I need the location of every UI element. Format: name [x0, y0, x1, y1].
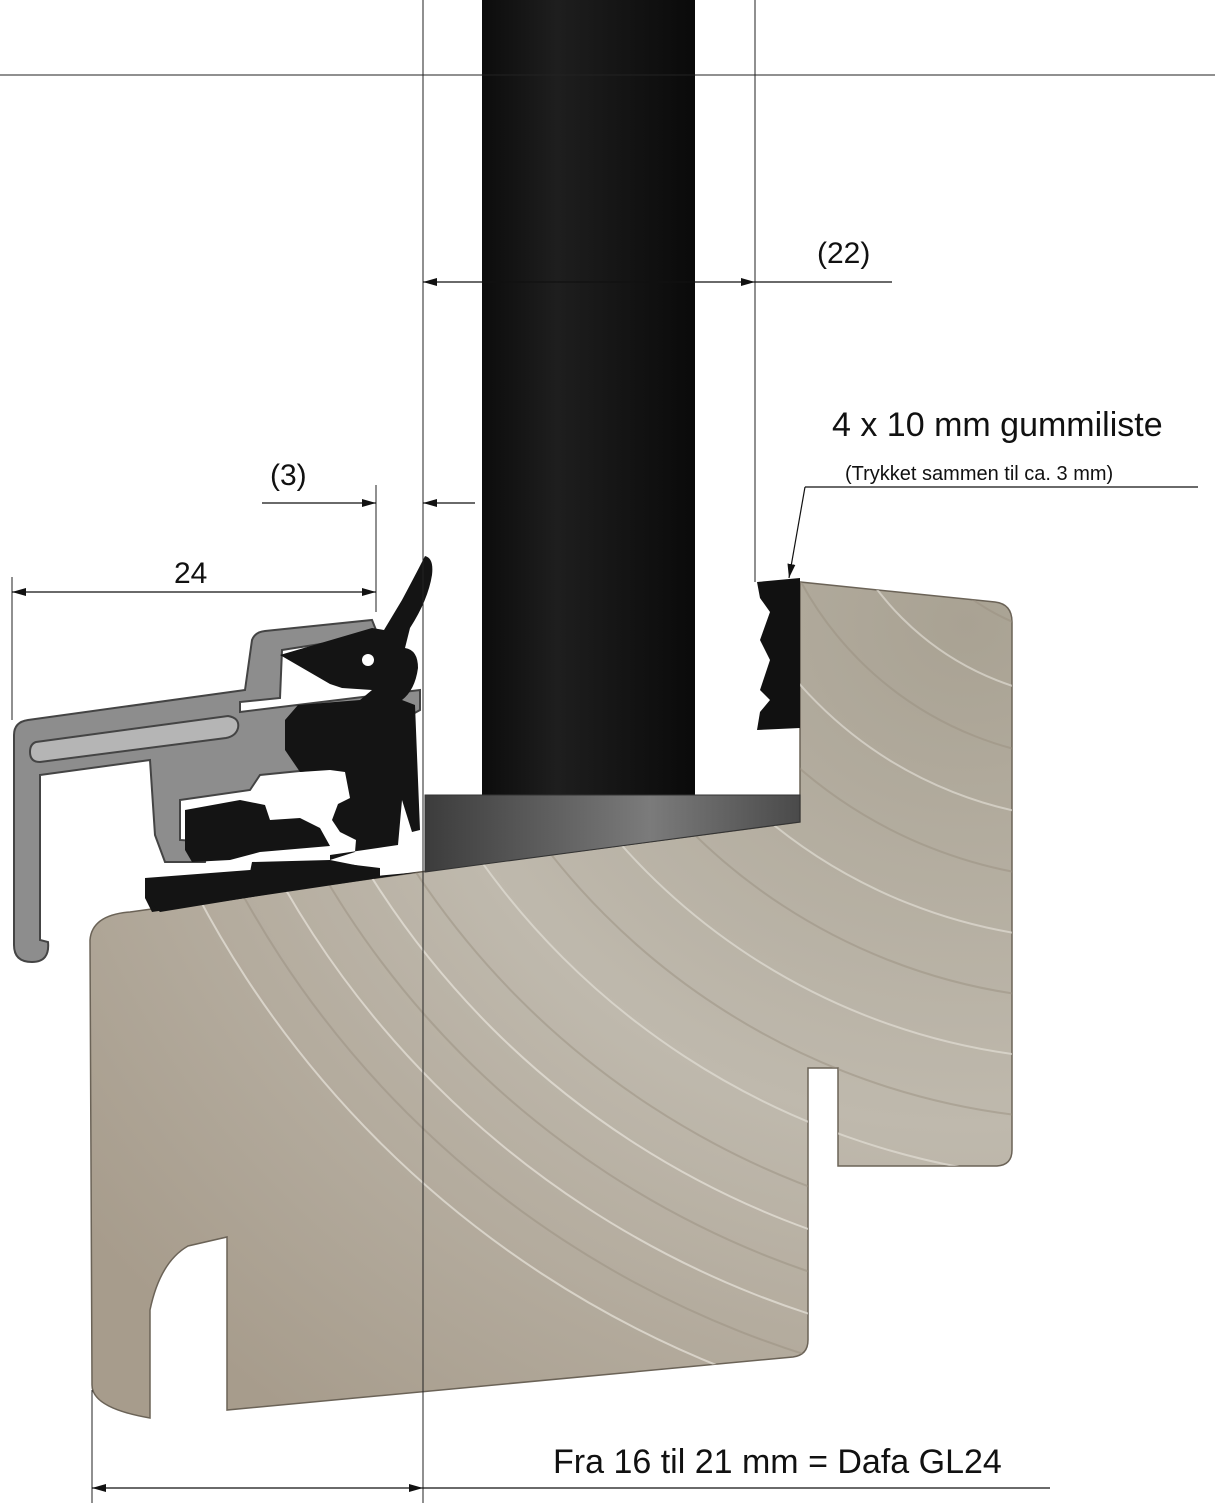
dimension-label-22: (22)	[817, 237, 870, 270]
rubber-strip-leader: 4 x 10 mm gummiliste (Trykket sammen til…	[787, 406, 1198, 579]
dimension-label-3: (3)	[270, 459, 307, 492]
dimension-glass-thickness: (22)	[423, 237, 892, 286]
rubber-strip-note: (Trykket sammen til ca. 3 mm)	[845, 463, 1113, 485]
dimension-bead-width: 24	[12, 557, 376, 596]
dimension-gap: (3)	[262, 459, 475, 507]
range-dimension: Fra 16 til 21 mm = Dafa GL24	[92, 1443, 1050, 1492]
glass-pane	[482, 0, 695, 795]
gasket	[145, 556, 433, 912]
rubber-strip-label: 4 x 10 mm gummiliste	[832, 406, 1163, 444]
dimension-label-24: 24	[174, 557, 207, 590]
setting-block	[424, 794, 801, 873]
rubber-strip	[757, 578, 800, 730]
range-note: Fra 16 til 21 mm = Dafa GL24	[553, 1443, 1002, 1481]
